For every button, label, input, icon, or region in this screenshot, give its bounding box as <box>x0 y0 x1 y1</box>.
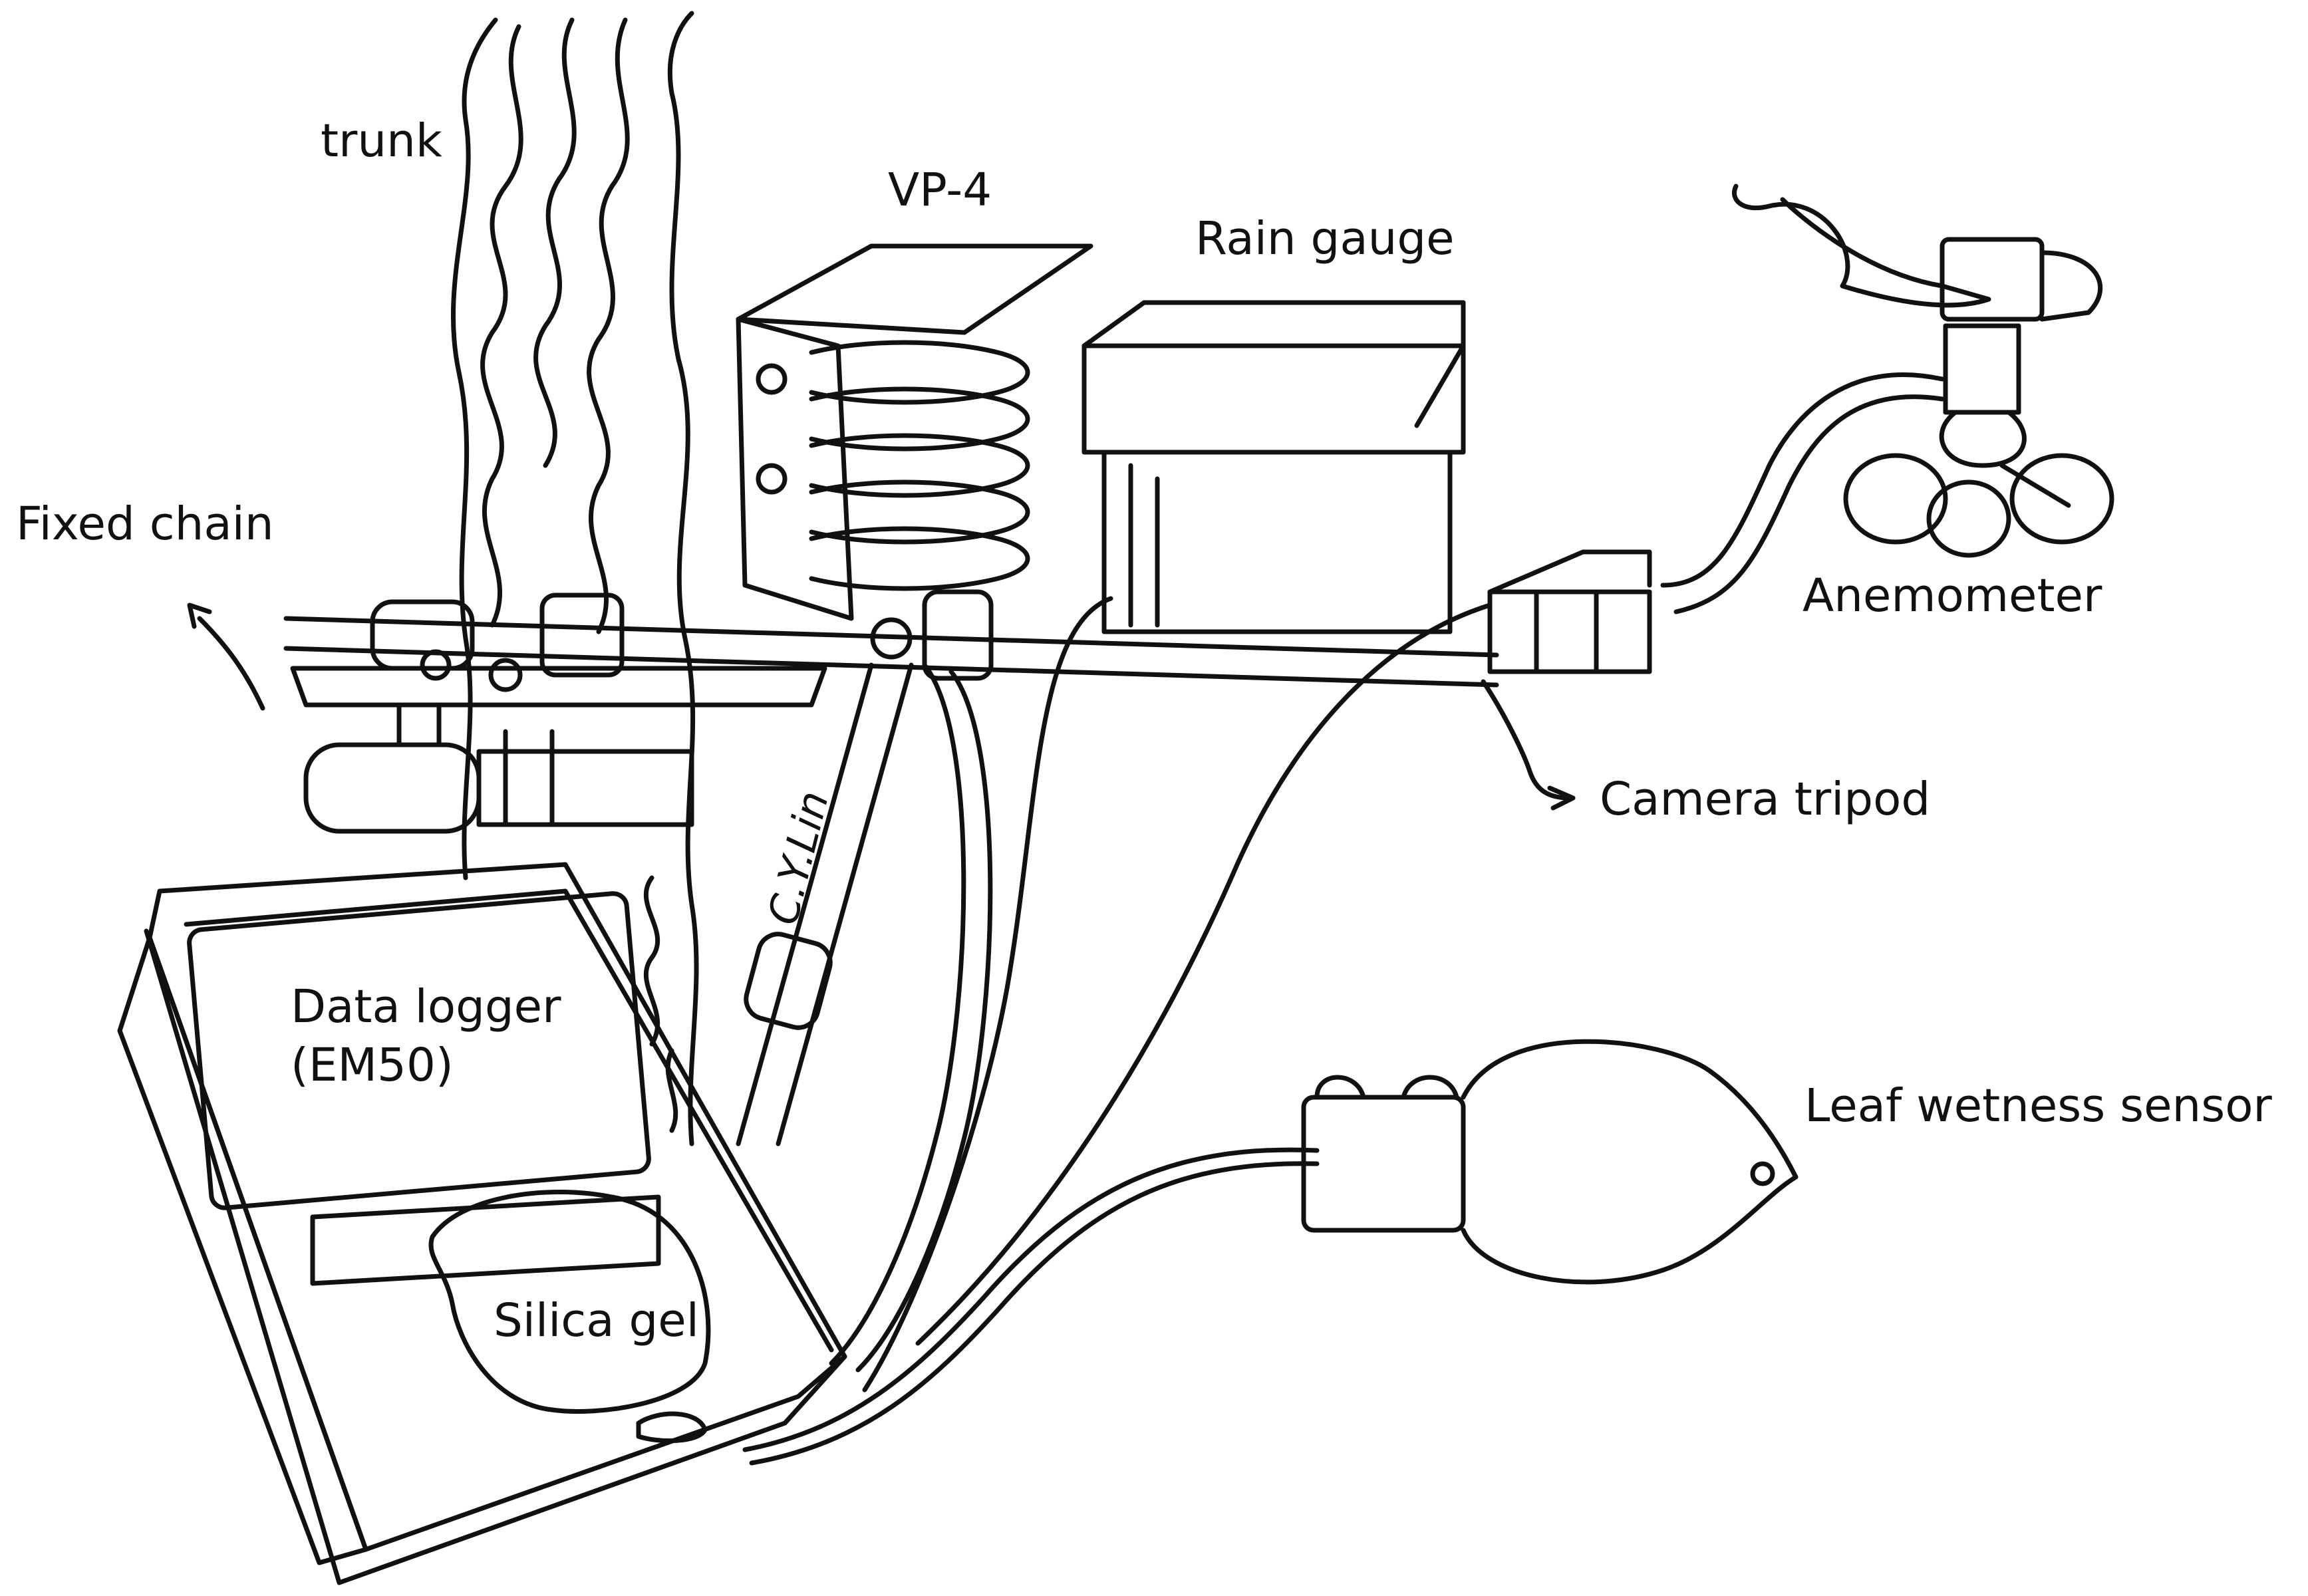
rain-gauge <box>1082 300 1466 634</box>
label-fixed-chain: Fixed chain <box>16 497 274 551</box>
label-leaf-wetness-sensor: Leaf wetness sensor <box>1804 1079 2272 1132</box>
tripod-mount <box>1487 549 1652 674</box>
vp4-sensor <box>736 243 1093 621</box>
sensor-cables <box>742 596 1493 1466</box>
label-data-logger-line2: (EM50) <box>291 1039 454 1093</box>
camera-tripod-pole <box>736 589 994 1146</box>
label-trunk: trunk <box>321 114 442 168</box>
anemometer <box>1660 184 2114 614</box>
label-camera-tripod: Camera tripod <box>1600 773 1931 826</box>
label-data-logger-line1: Data logger <box>291 980 561 1033</box>
label-anemometer: Anemometer <box>1803 569 2102 622</box>
label-data-logger: Data logger (EM50) <box>291 978 561 1095</box>
label-silica-gel: Silica gel <box>494 1294 699 1347</box>
tree-trunk <box>450 11 699 1146</box>
label-rain-gauge: Rain gauge <box>1195 212 1455 265</box>
data-logger-box <box>117 862 847 1585</box>
label-vp4: VP-4 <box>888 164 992 217</box>
camera-tripod-arrow <box>1481 679 1576 811</box>
fixed-chain-arrow <box>187 602 265 711</box>
clamp-assembly <box>290 649 827 834</box>
leaf-wetness-sensor <box>1301 1039 1799 1285</box>
